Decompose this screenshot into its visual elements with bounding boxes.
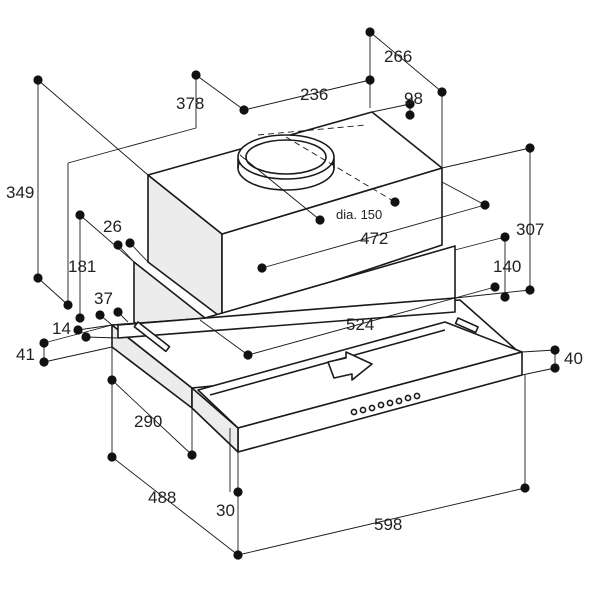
- airflow-arrow-icon: [327, 351, 373, 381]
- label-378: 378: [176, 94, 204, 113]
- control-button: [368, 404, 376, 412]
- label-181: 181: [68, 257, 96, 276]
- label-290: 290: [134, 412, 162, 431]
- right-slide-handle: [454, 317, 479, 334]
- label-14: 14: [52, 319, 71, 338]
- label-dia-150: dia. 150: [336, 207, 382, 222]
- control-button: [395, 397, 403, 405]
- label-41: 41: [16, 345, 35, 364]
- label-307: 307: [516, 220, 544, 239]
- label-236: 236: [300, 85, 328, 104]
- label-37: 37: [94, 289, 113, 308]
- label-598: 598: [374, 515, 402, 534]
- dimension-lines: [37, 31, 556, 556]
- label-266: 266: [384, 47, 412, 66]
- control-button: [413, 392, 421, 400]
- exhaust-collar: [237, 134, 335, 191]
- label-524: 524: [346, 315, 374, 334]
- control-button: [350, 408, 358, 416]
- control-buttons: [350, 392, 421, 416]
- left-slide-handle: [133, 321, 171, 353]
- control-button: [386, 399, 394, 407]
- label-30: 30: [216, 501, 235, 520]
- control-button: [404, 394, 412, 402]
- label-472: 472: [360, 229, 388, 248]
- dimension-labels: 266 236 98 378 349 dia. 150 472 307 26 1…: [6, 47, 583, 534]
- control-button: [377, 401, 385, 409]
- label-40: 40: [564, 349, 583, 368]
- label-488: 488: [148, 488, 176, 507]
- label-26: 26: [103, 217, 122, 236]
- dimension-endpoints: [33, 27, 560, 560]
- label-349: 349: [6, 183, 34, 202]
- control-button: [359, 406, 367, 414]
- label-140: 140: [493, 257, 521, 276]
- tray-rear-panel: [117, 297, 456, 339]
- label-98: 98: [404, 89, 423, 108]
